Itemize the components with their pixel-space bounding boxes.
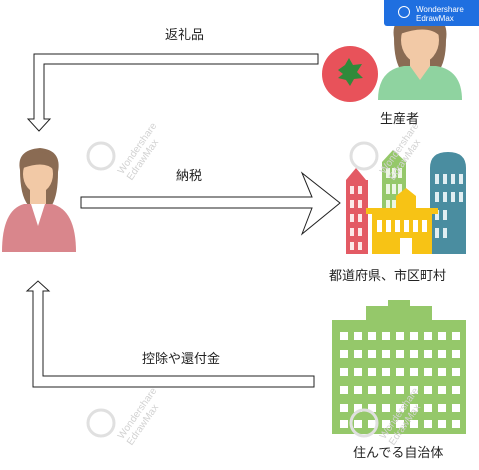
edrawmax-badge: Wondershare EdrawMax (384, 0, 479, 26)
tax-label: 納税 (176, 169, 203, 184)
deduction-label: 控除や還付金 (142, 352, 221, 367)
edrawmax-logo-icon (398, 6, 410, 18)
badge-line2: EdrawMax (416, 14, 454, 23)
tomato-icon (322, 46, 378, 102)
teal-building (430, 152, 466, 254)
municipality-label: 都道府県、市区町村 (329, 269, 447, 284)
tax-arrow (80, 171, 341, 236)
gift-label: 返礼品 (165, 28, 205, 43)
watermark-logo-icon (86, 141, 379, 438)
yellow-building (366, 188, 438, 254)
badge-line1: Wondershare (416, 5, 464, 14)
producer-label: 生産者 (380, 112, 420, 127)
gift-arrow (26, 53, 319, 132)
city-buildings-icon (346, 150, 466, 254)
deduction-arrow (25, 280, 315, 388)
residence-label: 住んでる自治体 (353, 446, 444, 461)
taxpayer-person-icon (2, 148, 76, 252)
red-building (346, 168, 368, 254)
producer-person-icon (378, 12, 462, 100)
